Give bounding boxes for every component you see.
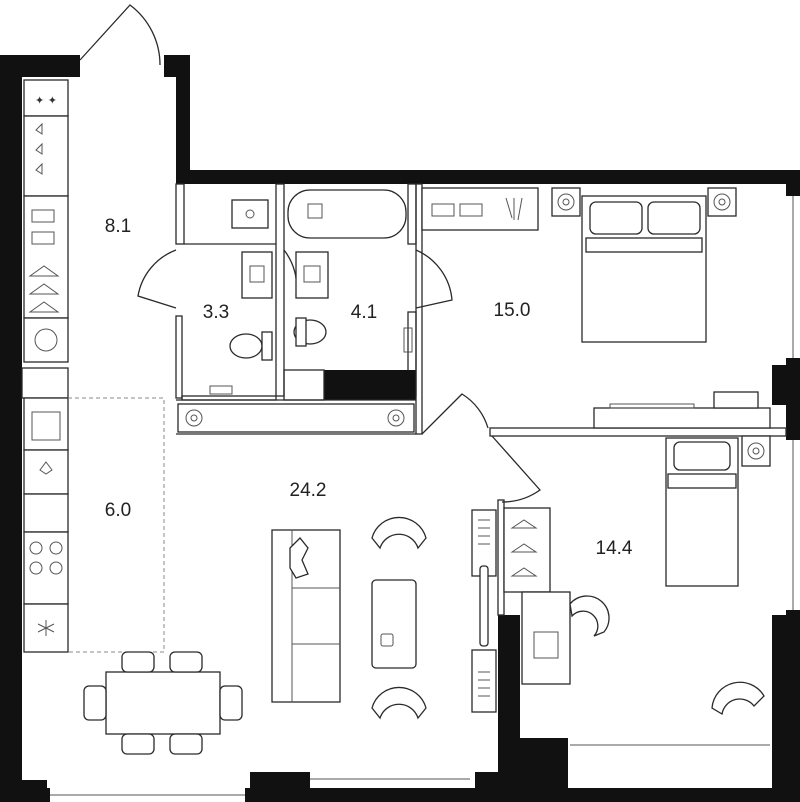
bedroom-furniture — [503, 435, 771, 716]
area-label-wc: 3.3 — [203, 302, 229, 323]
living-furniture — [177, 403, 497, 720]
area-label-living-room: 24.2 — [290, 480, 327, 501]
master-bedroom-furniture — [421, 187, 771, 429]
dining-set — [83, 651, 243, 755]
area-label-bedroom: 14.4 — [596, 538, 633, 559]
bath-fixtures — [287, 189, 413, 353]
area-labels: 8.1 3.3 4.1 15.0 6.0 24.2 14.4 — [105, 216, 633, 559]
svg-text:✦ ✦: ✦ ✦ — [35, 94, 57, 107]
windows — [50, 196, 800, 802]
area-label-hall: 8.1 — [105, 216, 131, 237]
wc-fixtures — [209, 199, 273, 395]
hall-storage: ✦ ✦ — [23, 79, 69, 363]
area-label-bathroom: 4.1 — [351, 302, 377, 323]
area-label-master-bedroom: 15.0 — [494, 300, 531, 321]
area-label-kitchen: 6.0 — [105, 500, 131, 521]
kitchen-units — [23, 397, 165, 653]
